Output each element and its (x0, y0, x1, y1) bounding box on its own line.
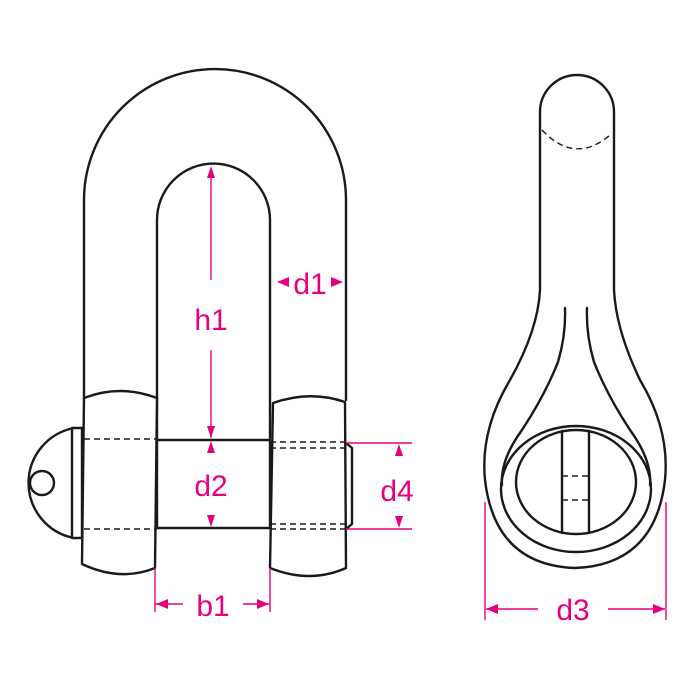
bow-inner (155, 162, 272, 440)
label-d4: d4 (380, 475, 413, 508)
side-inner-ring (499, 424, 653, 554)
side-hidden-top (541, 129, 611, 150)
label-d3: d3 (556, 594, 589, 627)
front-view: h1 d1 d2 d4 b1 (27, 67, 414, 623)
dim-d3: d3 (484, 502, 667, 627)
pin-thread-end (344, 441, 354, 531)
side-neck-left (500, 306, 567, 487)
pin-head (27, 426, 76, 540)
side-neck-right (585, 306, 652, 487)
dim-h1: h1 (194, 166, 228, 438)
pin-hole (28, 469, 56, 497)
pin-body (155, 438, 272, 530)
label-d1: d1 (293, 268, 326, 301)
side-view: d3 (483, 73, 667, 627)
left-ear (80, 389, 159, 576)
right-ear (268, 395, 348, 578)
side-pin-hole (514, 428, 638, 536)
side-outer (483, 73, 667, 570)
pin-head-collar (70, 426, 84, 540)
bow-outer (82, 67, 348, 402)
label-d2: d2 (194, 470, 227, 503)
label-h1: h1 (194, 304, 227, 337)
dim-b1: b1 (154, 568, 271, 623)
dim-d1: d1 (277, 268, 343, 301)
dim-d2: d2 (194, 441, 228, 527)
dim-d4: d4 (346, 442, 414, 530)
label-b1: b1 (196, 590, 229, 623)
